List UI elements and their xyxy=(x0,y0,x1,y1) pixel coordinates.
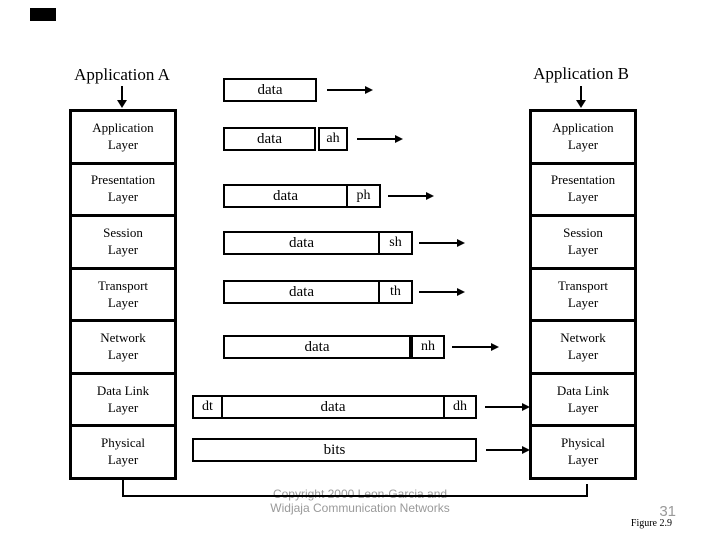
application-a-title: Application A xyxy=(74,65,170,84)
pdu-data-box: data xyxy=(223,335,411,359)
pdu-bits-box: bits xyxy=(192,438,477,462)
pdu-trailer-dt: dt xyxy=(192,395,223,419)
stack-b: Application Layer Presentation Layer Ses… xyxy=(529,109,637,480)
copyright-text: Copyright 2000 Leon-Garcia and Widjaja C… xyxy=(210,487,510,515)
pdu-header-ph: ph xyxy=(346,184,381,208)
layer-b-network: Network Layer xyxy=(532,322,634,375)
layer-b-presentation: Presentation Layer xyxy=(532,165,634,218)
layer-a-datalink: Data Link Layer xyxy=(72,375,174,428)
pdu-data-box: data xyxy=(223,127,316,151)
layer-b-session: Session Layer xyxy=(532,217,634,270)
pdu-header-dh: dh xyxy=(443,395,477,419)
pdu-data-box: data xyxy=(223,184,348,208)
pdu-header-nh: nh xyxy=(411,335,445,359)
pdu-header-th: th xyxy=(378,280,413,304)
layer-a-physical: Physical Layer xyxy=(100,435,146,468)
layer-a-network: Network Layer xyxy=(72,322,174,375)
copyright-line-2: Widjaja Communication Networks xyxy=(270,501,450,515)
pdu-data-box: data xyxy=(221,395,445,419)
pdu-data-box: data xyxy=(223,231,380,255)
layer-a-transport: Transport Layer xyxy=(72,270,174,323)
copyright-line-1: Copyright 2000 Leon-Garcia and xyxy=(272,487,448,501)
layer-b-transport: Transport Layer xyxy=(532,270,634,323)
layer-a-application: Application Layer xyxy=(72,112,174,165)
figure-caption: Figure 2.9 xyxy=(630,518,672,529)
pdu-header-sh: sh xyxy=(378,231,413,255)
layer-b-application: Application Layer xyxy=(532,112,634,165)
application-b-title: Application B xyxy=(533,64,629,83)
page-number: 31 xyxy=(659,503,676,520)
layer-a-presentation: Presentation Layer xyxy=(72,165,174,218)
pdu-header-ah: ah xyxy=(318,127,348,151)
layer-a-session: Session Layer xyxy=(72,217,174,270)
layer-b-datalink: Data Link Layer xyxy=(532,375,634,428)
pdu-data-box: data xyxy=(223,280,380,304)
pdu-data-box: data xyxy=(223,78,317,102)
stack-a: Application Layer Presentation Layer Ses… xyxy=(69,109,177,480)
corner-mark xyxy=(30,8,56,21)
layer-b-physical: Physical Layer xyxy=(560,435,606,468)
